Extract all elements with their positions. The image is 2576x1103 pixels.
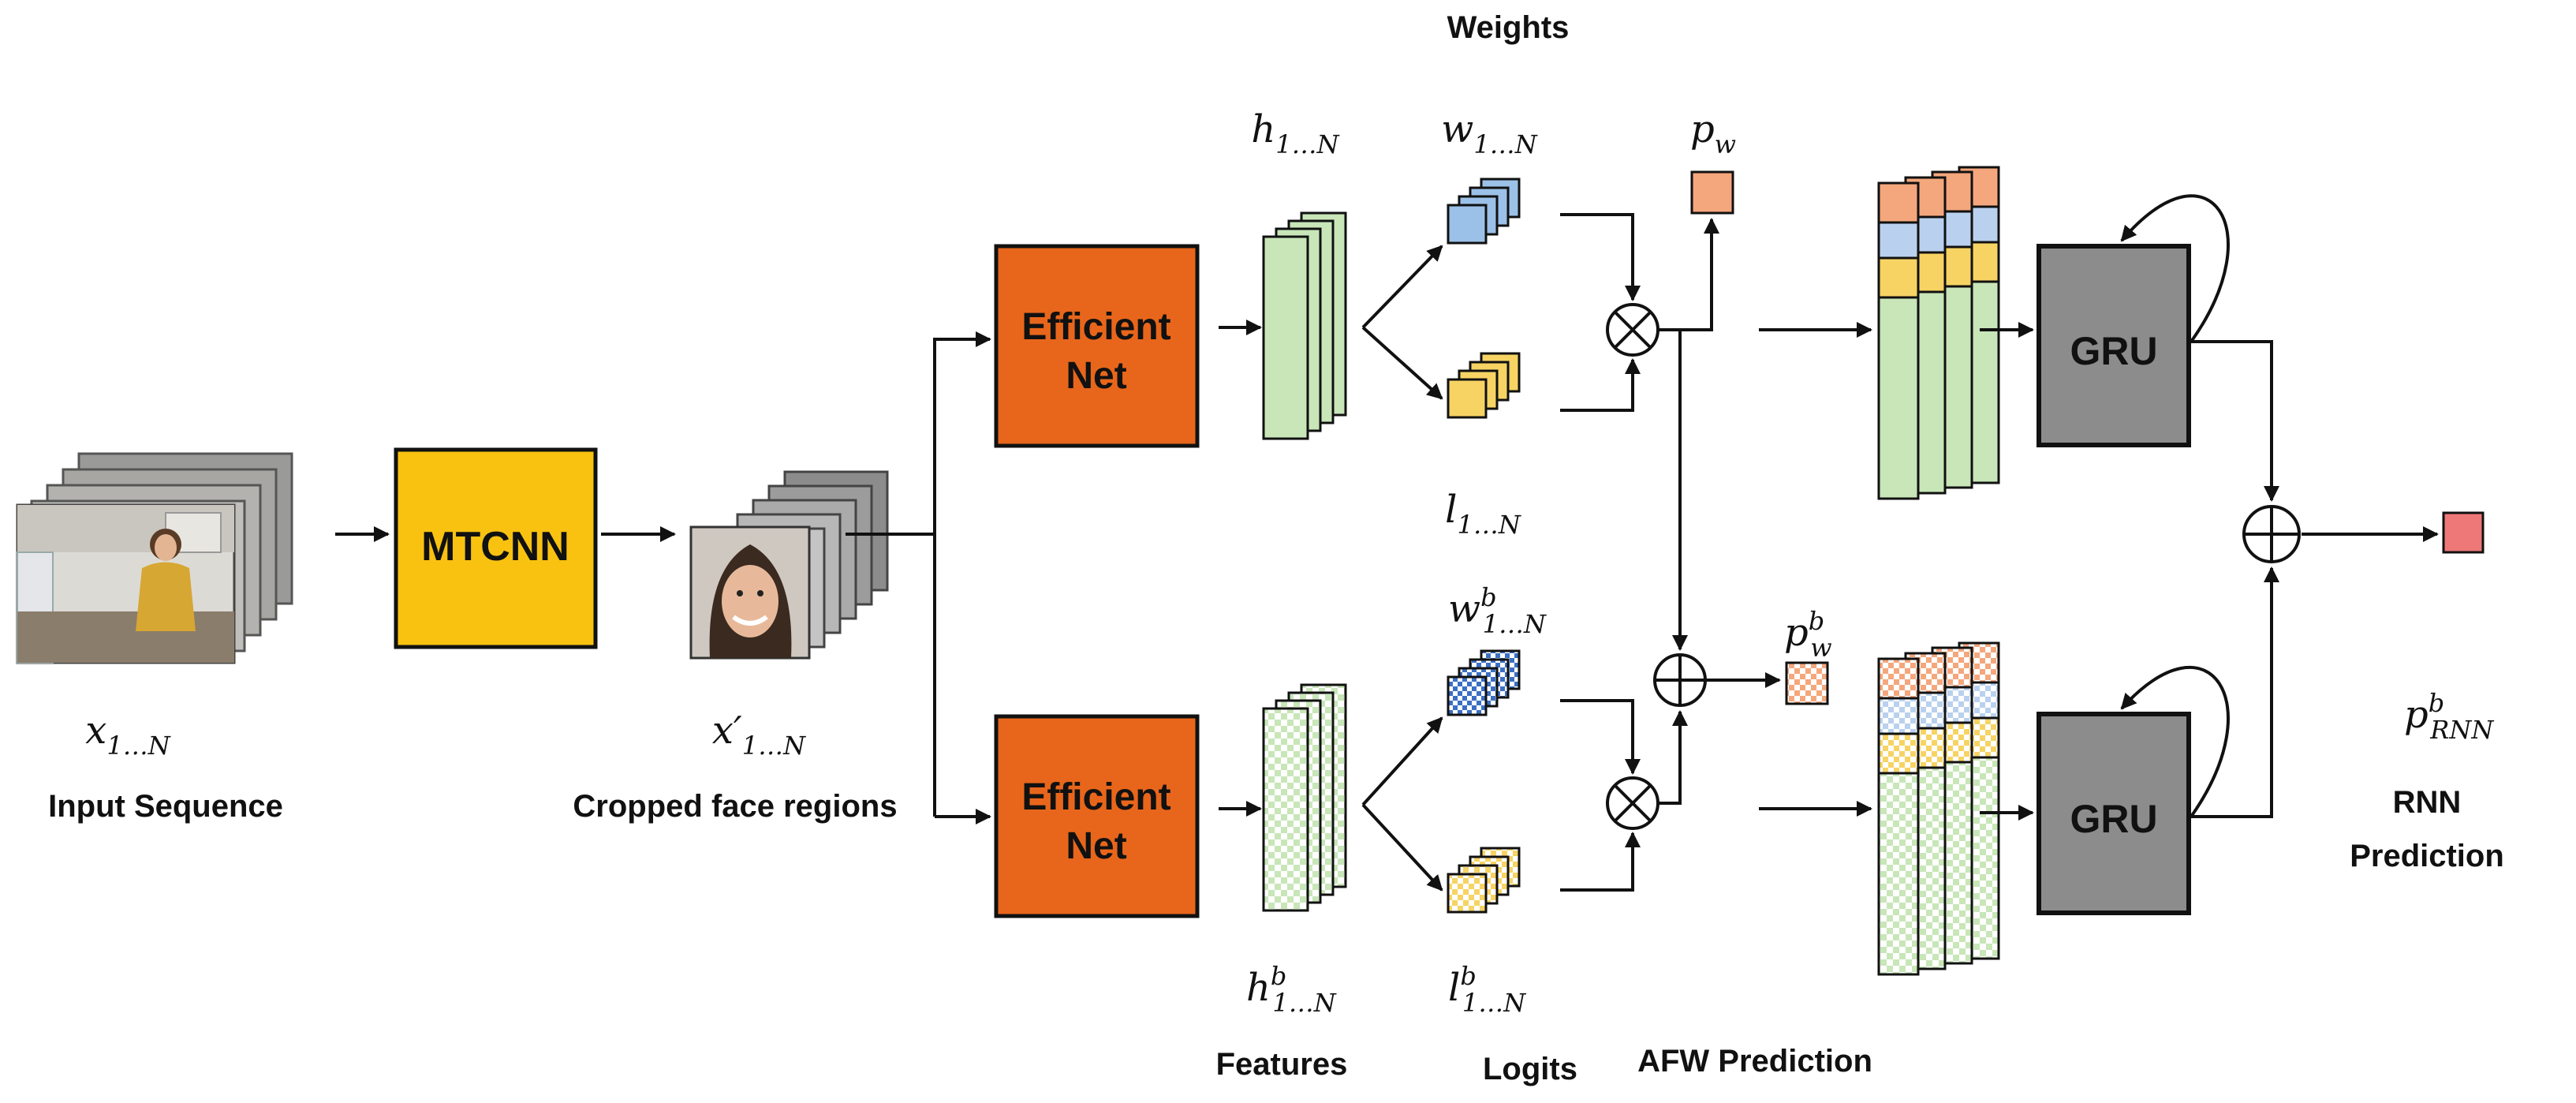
mtcnn-block: MTCNN xyxy=(394,447,598,649)
connectors xyxy=(335,194,2439,892)
features-bottom-stack xyxy=(1262,683,1347,912)
label-rnn-prediction-line1: RNN xyxy=(2393,785,2462,820)
gru-bottom-label: GRU xyxy=(2070,797,2157,841)
label-rnn-prediction-line2: Prediction xyxy=(2350,839,2504,873)
mtcnn-label: MTCNN xyxy=(421,524,569,570)
label-logits: Logits xyxy=(1483,1052,1577,1086)
afw-top-stack xyxy=(1877,166,2000,500)
efficientnet-top-label-line1: Efficient xyxy=(1021,306,1170,348)
efficientnet-bottom-block: Efficient Net xyxy=(994,714,1200,918)
label-features: Features xyxy=(1216,1047,1348,1082)
weights-top-stack xyxy=(1447,178,1521,245)
add-rnn-icon xyxy=(2242,505,2301,563)
cropped-faces-image-stack xyxy=(689,470,889,660)
math-w: w1…N xyxy=(1441,107,1537,159)
afw-bottom-stack xyxy=(1877,641,2000,976)
efficientnet-top-label-line2: Net xyxy=(1066,355,1126,397)
math-pw: pw xyxy=(1690,107,1736,159)
logits-bottom-stack xyxy=(1447,847,1521,914)
efficientnet-top-block: Efficient Net xyxy=(994,244,1200,448)
input-sequence-image-stack xyxy=(16,452,293,664)
gru-bottom-block: GRU xyxy=(2037,712,2191,915)
math-x: x1…N xyxy=(85,709,170,761)
cropped-face-image xyxy=(689,525,811,660)
gru-top-label: GRU xyxy=(2070,329,2157,373)
weights-heading: Weights xyxy=(1447,10,1570,45)
weights-bottom-stack xyxy=(1447,649,1521,716)
math-h: h1…N xyxy=(1251,107,1339,159)
pw-top-square xyxy=(1690,170,1734,215)
pw-bottom-square xyxy=(1785,661,1829,705)
efficientnet-bottom-label-line1: Efficient xyxy=(1021,776,1170,818)
gru-top-block: GRU xyxy=(2037,244,2191,447)
label-cropped-faces: Cropped face regions xyxy=(573,789,897,824)
multiply-bottom-icon xyxy=(1606,776,1659,830)
label-input-sequence: Input Sequence xyxy=(48,789,283,824)
math-l: l1…N xyxy=(1445,488,1521,540)
math-x-prime: x′1…N xyxy=(712,709,806,761)
features-top-stack xyxy=(1262,211,1347,440)
multiply-top-icon xyxy=(1606,303,1659,357)
input-frame-image xyxy=(16,503,236,664)
add-afw-icon xyxy=(1653,653,1707,707)
rnn-output-square xyxy=(2442,511,2485,554)
efficientnet-bottom-label-line2: Net xyxy=(1066,825,1126,867)
logits-top-stack xyxy=(1447,352,1521,419)
label-afw-prediction: AFW Prediction xyxy=(1637,1044,1872,1079)
